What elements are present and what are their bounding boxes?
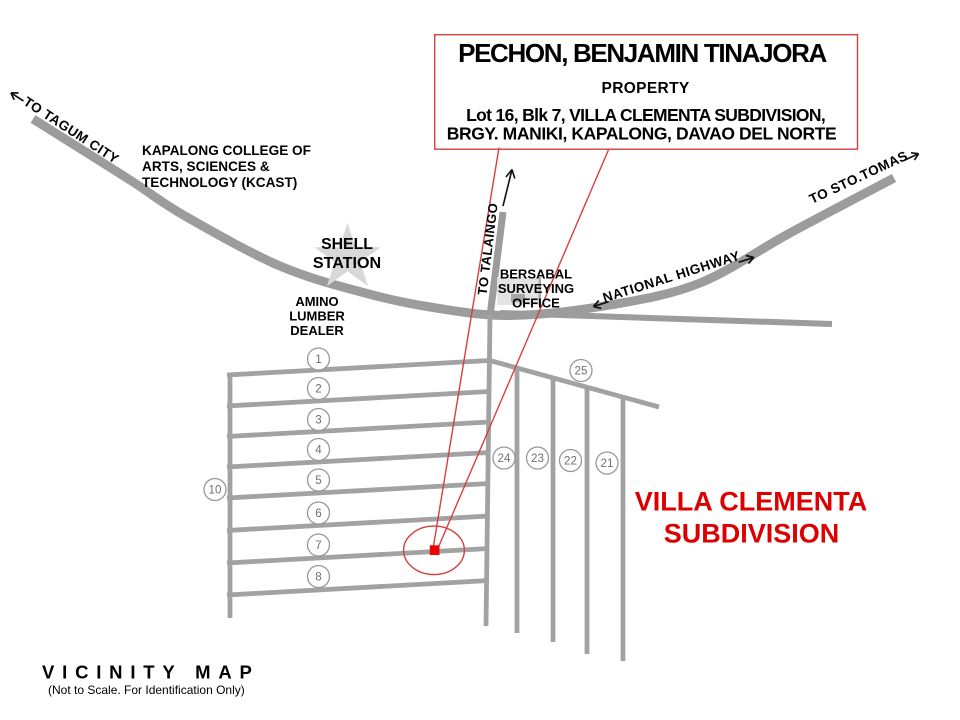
svg-text:BERSABAL: BERSABAL <box>500 267 572 282</box>
svg-text:6: 6 <box>315 507 321 520</box>
svg-text:Lot 16, Blk 7, VILLA CLEMENTA: Lot 16, Blk 7, VILLA CLEMENTA SUBDIVISIO… <box>466 105 825 125</box>
svg-text:SURVEYING: SURVEYING <box>498 281 574 296</box>
svg-text:VILLA CLEMENTA: VILLA CLEMENTA <box>635 487 867 517</box>
svg-text:VICINITY MAP: VICINITY MAP <box>42 662 260 683</box>
svg-text:5: 5 <box>315 474 321 487</box>
svg-text:ARTS, SCIENCES &: ARTS, SCIENCES & <box>142 159 270 174</box>
svg-text:(Not to Scale. For Identificat: (Not to Scale. For Identification Only) <box>48 683 245 697</box>
svg-text:OFFICE: OFFICE <box>512 296 560 311</box>
svg-text:10: 10 <box>209 484 222 497</box>
svg-text:1: 1 <box>315 353 321 366</box>
svg-text:PECHON, BENJAMIN TINAJORA: PECHON, BENJAMIN TINAJORA <box>458 38 827 68</box>
svg-text:STATION: STATION <box>313 254 381 272</box>
svg-text:SUBDIVISION: SUBDIVISION <box>664 519 840 549</box>
svg-text:SHELL: SHELL <box>321 236 373 253</box>
svg-text:25: 25 <box>575 365 588 378</box>
svg-text:LUMBER: LUMBER <box>289 308 345 323</box>
svg-text:2: 2 <box>315 383 321 396</box>
svg-text:21: 21 <box>601 457 614 470</box>
svg-text:3: 3 <box>315 414 321 427</box>
svg-text:PROPERTY: PROPERTY <box>602 80 690 97</box>
svg-text:TECHNOLOGY (KCAST): TECHNOLOGY (KCAST) <box>142 175 297 190</box>
svg-text:22: 22 <box>564 455 577 468</box>
svg-text:BRGY. MANIKI, KAPALONG, DAVAO: BRGY. MANIKI, KAPALONG, DAVAO DEL NORTE <box>447 123 837 143</box>
svg-text:24: 24 <box>498 452 511 465</box>
svg-text:7: 7 <box>315 539 321 552</box>
svg-text:KAPALONG COLLEGE OF: KAPALONG COLLEGE OF <box>142 143 311 158</box>
svg-text:AMINO: AMINO <box>295 294 338 309</box>
svg-text:8: 8 <box>315 571 321 584</box>
svg-text:4: 4 <box>315 444 322 457</box>
svg-text:TO TAGUM CITY: TO TAGUM CITY <box>21 94 122 167</box>
svg-text:DEALER: DEALER <box>290 323 344 338</box>
svg-text:23: 23 <box>531 452 544 465</box>
